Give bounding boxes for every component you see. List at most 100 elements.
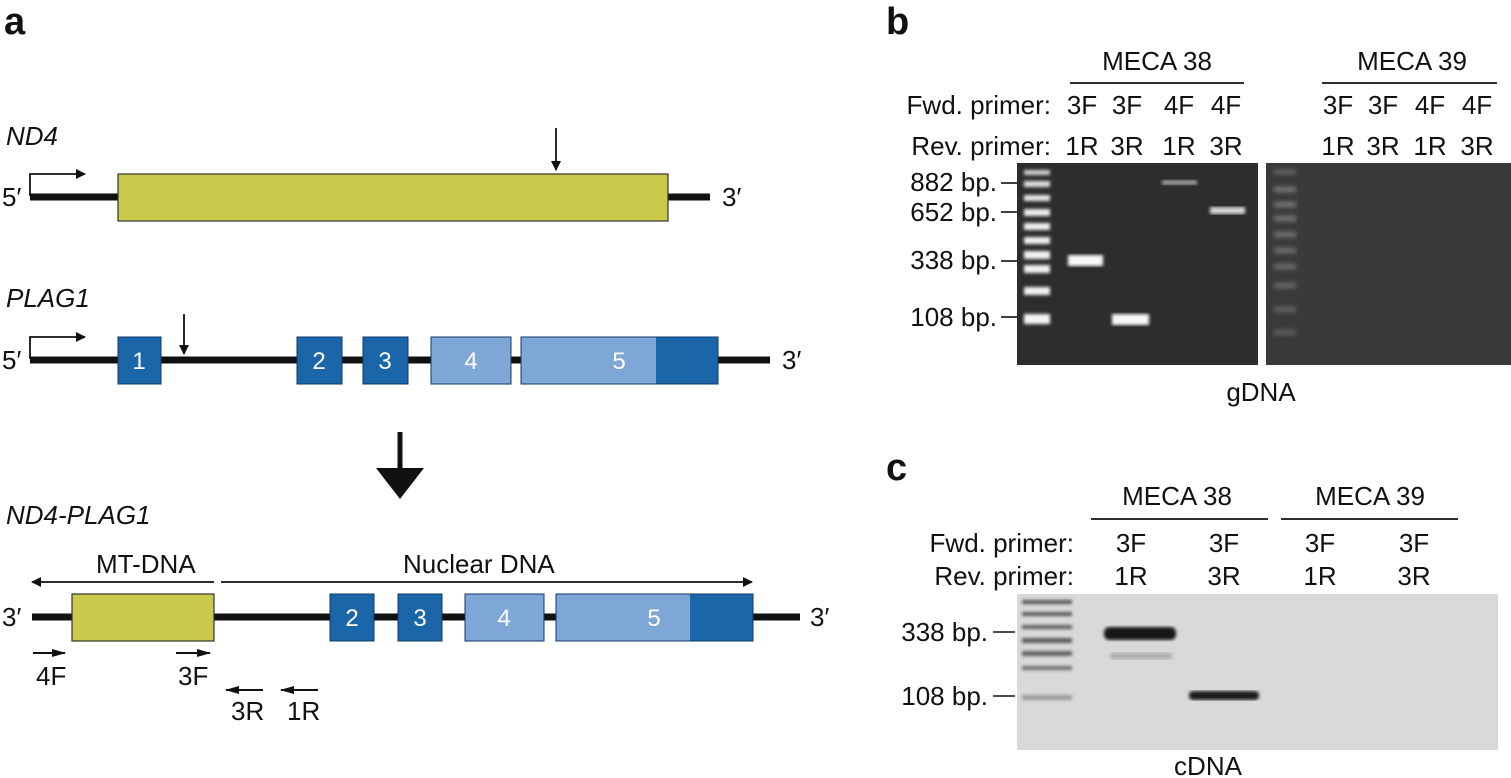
plag1-exon-4	[430, 336, 512, 385]
b-m39-fwd-3: 4F	[1415, 90, 1445, 120]
b-m38-fwd-1: 3F	[1067, 90, 1097, 120]
c-size-markers: 338 bp. 108 bp.	[901, 617, 1015, 711]
panel-label-a: a	[4, 1, 26, 43]
fusion-exon-5-outline	[555, 593, 754, 642]
b-size-markers: 882 bp. 652 bp. 338 bp. 108 bp.	[910, 167, 1017, 332]
b-m39-rev-2: 3R	[1366, 131, 1399, 161]
b-gel-meca38	[1017, 163, 1258, 365]
fusion-exon-2-label: 2	[345, 605, 358, 632]
c-m39-fwd-2: 3F	[1399, 528, 1429, 558]
primer-3r-label: 3R	[231, 696, 264, 726]
nd4-five-prime: 5′	[2, 182, 21, 212]
b-m38-rev-4: 3R	[1209, 131, 1242, 161]
panel-label-b: b	[886, 1, 909, 43]
nuclear-dna-label: Nuclear DNA	[403, 549, 555, 579]
plag1-title: PLAG1	[6, 283, 90, 313]
plag1-exon-5-outline	[520, 336, 719, 385]
primer-4f-label: 4F	[36, 661, 66, 691]
c-primer-columns: 3F 3F 1R 3R 3F 3F 1R 3R	[1114, 528, 1430, 591]
nd4-tss-arrow	[29, 169, 86, 196]
c-m38-rev-2: 3R	[1207, 561, 1240, 591]
c-gel	[1017, 594, 1498, 750]
b-size-338: 338 bp.	[910, 245, 997, 275]
b-m39-fwd-1: 3F	[1323, 90, 1353, 120]
c-fwd-label: Fwd. primer:	[930, 528, 1074, 558]
fusion-exon-4-label: 4	[497, 605, 510, 632]
c-group-meca38: MECA 38	[1122, 481, 1232, 511]
b-m38-rev-2: 3R	[1110, 131, 1143, 161]
b-band-338	[1068, 255, 1103, 266]
c-group-meca39: MECA 39	[1315, 481, 1425, 511]
b-group-meca39: MECA 39	[1357, 46, 1467, 76]
plag1-exon-5-utr	[521, 337, 656, 384]
b-group-meca38: MECA 38	[1102, 46, 1212, 76]
c-band-108	[1189, 691, 1259, 700]
plag1-exon-2	[296, 336, 343, 385]
fusion-exon-5-label: 5	[647, 605, 660, 632]
c-gel-ladder	[1022, 600, 1072, 700]
fusion-title: ND4-PLAG1	[6, 500, 151, 530]
plag1-exon-1	[117, 336, 162, 385]
plag1-exon-1-label: 1	[132, 348, 145, 375]
c-m39-rev-2: 3R	[1397, 561, 1430, 591]
b-m38-fwd-3: 4F	[1164, 90, 1194, 120]
b-gel-meca39	[1266, 163, 1511, 365]
plag1-exon-5-coding	[656, 337, 718, 384]
mt-dna-label: MT-DNA	[96, 549, 196, 579]
c-band-338	[1104, 627, 1176, 640]
fusion-left-end: 3′	[2, 602, 21, 632]
b-gel-meca38-ladder	[1024, 170, 1050, 324]
plag1-tss-arrow	[29, 332, 86, 359]
c-m38-fwd-1: 3F	[1116, 528, 1146, 558]
plag1-exon-4-label: 4	[464, 348, 477, 375]
b-caption-gdna: gDNA	[1226, 377, 1296, 407]
b-m39-rev-4: 3R	[1460, 131, 1493, 161]
b-gel-meca39-ladder	[1274, 170, 1296, 335]
c-size-108: 108 bp.	[901, 681, 988, 711]
panel-label-c: c	[886, 447, 907, 489]
b-band-882	[1162, 180, 1197, 185]
b-m39-fwd-4: 4F	[1462, 90, 1492, 120]
b-meca38-primer-columns: 3F 3F 4F 4F 1R 3R 1R 3R	[1065, 90, 1242, 161]
plag1-exon-5-label: 5	[612, 348, 625, 375]
b-band-108	[1112, 314, 1149, 325]
plag1-exon-2-label: 2	[312, 348, 325, 375]
c-m38-rev-1: 1R	[1114, 561, 1147, 591]
b-band-652	[1210, 207, 1245, 214]
c-caption-cdna: cDNA	[1174, 751, 1243, 778]
b-size-108: 108 bp.	[910, 302, 997, 332]
nd4-title: ND4	[6, 121, 58, 151]
b-m38-fwd-2: 3F	[1112, 90, 1142, 120]
plag1-exon-3	[362, 336, 409, 385]
b-meca39-primer-columns: 3F 3F 4F 4F 1R 3R 1R 3R	[1321, 90, 1493, 161]
b-m38-rev-3: 1R	[1162, 131, 1195, 161]
b-size-652: 652 bp.	[910, 197, 997, 227]
b-m39-rev-1: 1R	[1321, 131, 1354, 161]
c-m39-fwd-1: 3F	[1305, 528, 1335, 558]
fusion-right-end: 3′	[810, 602, 829, 632]
nd4-three-prime: 3′	[722, 182, 741, 212]
b-m39-fwd-2: 3F	[1368, 90, 1398, 120]
plag1-three-prime: 3′	[782, 345, 801, 375]
b-rev-label: Rev. primer:	[911, 131, 1051, 161]
b-m39-rev-3: 1R	[1413, 131, 1446, 161]
b-m38-rev-1: 1R	[1065, 131, 1098, 161]
plag1-exon-3-label: 3	[378, 348, 391, 375]
b-m38-fwd-4: 4F	[1211, 90, 1241, 120]
primer-1r-label: 1R	[287, 696, 320, 726]
c-rev-label: Rev. primer:	[934, 561, 1074, 591]
primer-3f-label: 3F	[178, 661, 208, 691]
fusion-exon-5-coding	[690, 594, 753, 641]
c-m39-rev-1: 1R	[1303, 561, 1336, 591]
fusion-down-arrow-icon	[376, 468, 424, 499]
fusion-exon-2	[329, 593, 375, 642]
c-band-338-faint	[1110, 653, 1172, 659]
c-m38-fwd-2: 3F	[1209, 528, 1239, 558]
plag1-five-prime: 5′	[2, 345, 21, 375]
b-fwd-label: Fwd. primer:	[907, 90, 1051, 120]
b-size-882: 882 bp.	[910, 167, 997, 197]
fusion-exon-4	[464, 593, 545, 642]
fusion-nd4-box	[71, 593, 215, 642]
c-size-338: 338 bp.	[901, 617, 988, 647]
